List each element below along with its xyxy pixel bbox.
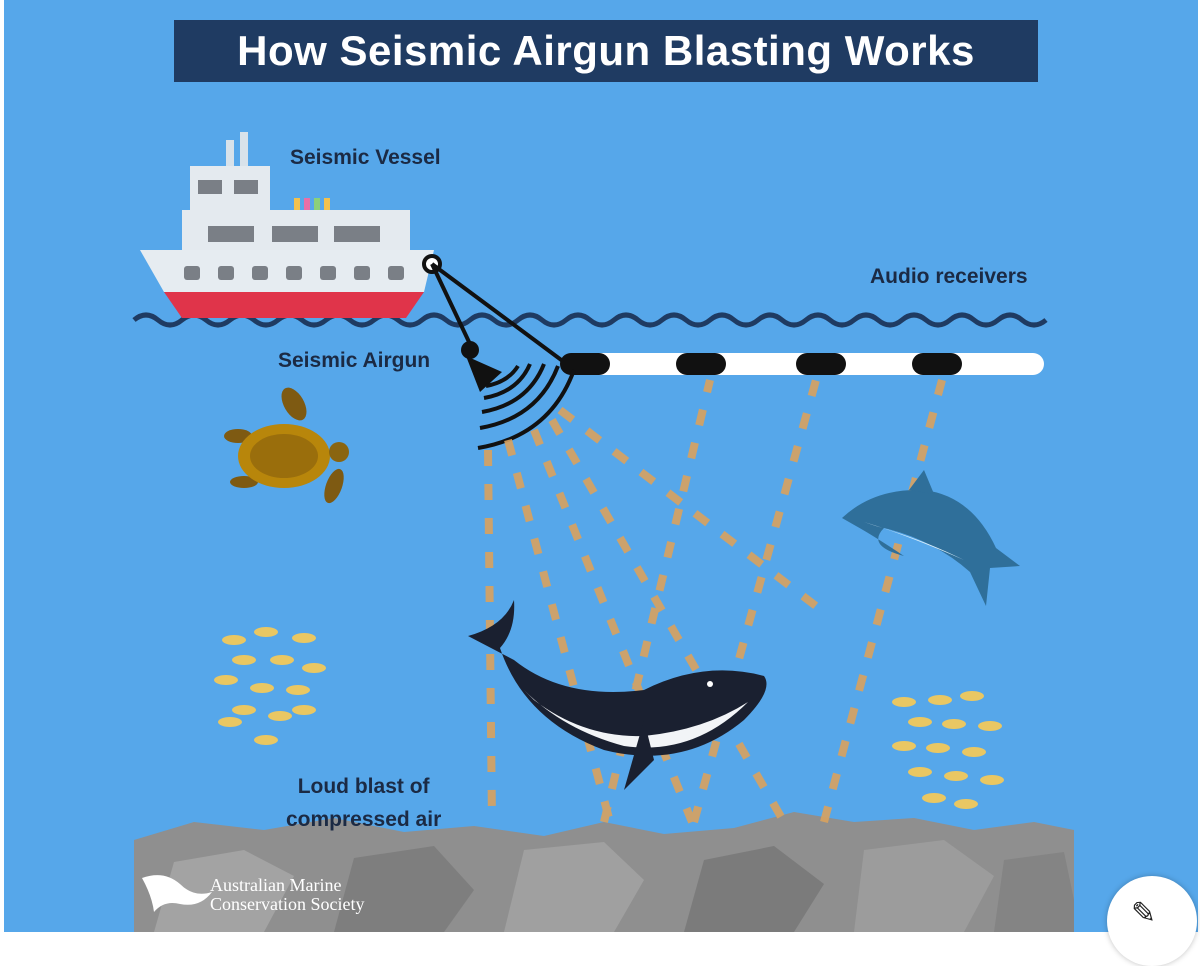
page-title: How Seismic Airgun Blasting Works	[237, 27, 975, 74]
tow-cables	[430, 262, 566, 364]
humpback-whale	[468, 600, 767, 790]
sound-wave-paths	[484, 378, 946, 824]
fish-school-right	[892, 691, 1004, 809]
label-loud-blast-line2: compressed air	[286, 808, 442, 831]
fish-school-left	[214, 627, 326, 745]
label-loud-blast-line1: Loud blast of	[297, 775, 430, 798]
whale-logo-icon	[142, 875, 212, 912]
seabed-rocks	[134, 812, 1074, 932]
label-loud-blast: Loud blast of compressed air	[286, 770, 441, 836]
organization-logo-text: Australian Marine Conservation Society	[210, 876, 364, 914]
label-audio-receivers: Audio receivers	[870, 265, 1028, 288]
pencil-edit-icon: ✎	[1131, 897, 1157, 930]
dolphin	[842, 470, 1020, 606]
logo-line2: Conservation Society	[210, 894, 365, 914]
title-banner: How Seismic Airgun Blasting Works	[174, 20, 1038, 82]
sea-turtle	[224, 387, 349, 504]
seismic-airgun	[461, 341, 576, 450]
scene-illustration	[132, 132, 1074, 932]
label-seismic-vessel: Seismic Vessel	[290, 146, 441, 169]
diagram-canvas: How Seismic Airgun Blasting Works Seismi…	[4, 0, 1198, 932]
label-seismic-airgun: Seismic Airgun	[278, 349, 431, 372]
seismic-vessel	[140, 132, 442, 318]
audio-receiver-streamer	[560, 353, 1044, 375]
edit-button[interactable]: ✎	[1107, 876, 1197, 966]
logo-line1: Australian Marine	[210, 875, 342, 895]
